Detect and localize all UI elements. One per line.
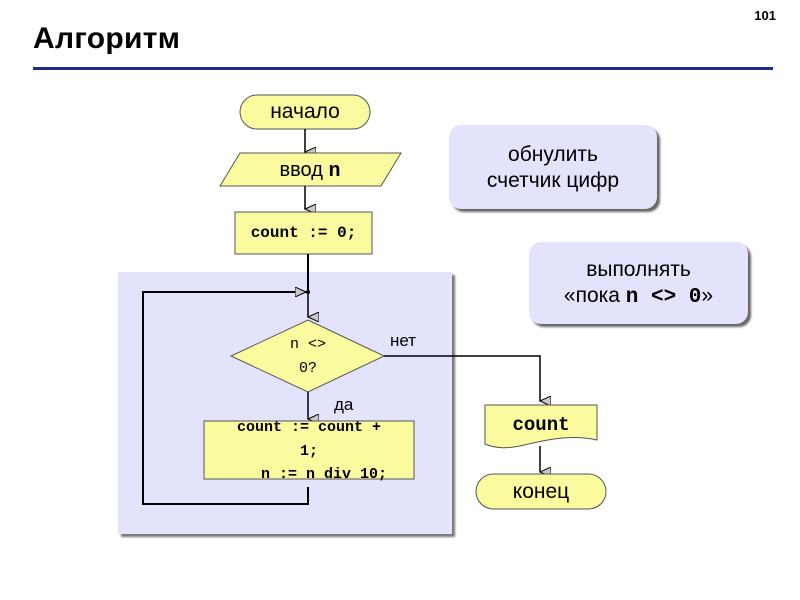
callout-while-suffix: » — [701, 284, 714, 307]
body-label-line2: 1; — [299, 443, 318, 460]
callout-reset-counter: обнулить счетчик цифр — [449, 125, 657, 209]
end-label: конец — [512, 480, 570, 503]
slide-title: Алгоритм — [33, 22, 181, 55]
loop-back-line — [142, 292, 309, 505]
condition-label-line1: n <> — [289, 336, 326, 353]
page-number: 101 — [754, 8, 776, 23]
loop-highlight-panel — [118, 272, 452, 534]
condition-diamond — [229, 319, 386, 393]
branch-no-label: нет — [390, 331, 417, 350]
branch-yes-label: да — [334, 395, 354, 414]
callout-while-prefix: «пока — [563, 284, 626, 307]
input-variable: n — [328, 160, 341, 183]
body-label-line1: count := count + — [236, 419, 382, 436]
title-underline — [33, 67, 773, 70]
output-label: count — [512, 414, 570, 436]
callout-while-line1: выполнять — [586, 258, 691, 281]
end-terminator — [475, 473, 607, 510]
input-label: ввод n — [230, 158, 390, 184]
callout-reset-line1: обнулить — [508, 143, 598, 166]
input-parallelogram — [219, 152, 402, 187]
callout-while-loop: выполнять «пока n <> 0» — [529, 242, 748, 324]
flow-arrow-no-branch — [384, 355, 540, 401]
body-label-line3: n := n div 10; — [260, 466, 388, 483]
loop-body-box — [203, 420, 415, 480]
init-process-box — [234, 211, 373, 255]
callout-reset-line2: счетчик цифр — [486, 169, 620, 192]
start-label: начало — [270, 100, 340, 123]
input-keyword: ввод — [279, 159, 323, 181]
init-label: count := 0; — [250, 224, 357, 242]
callout-while-line2: «пока n <> 0» — [529, 283, 748, 311]
condition-label-line2: 0? — [298, 360, 317, 377]
output-document — [484, 404, 598, 449]
callout-while-code: n <> 0 — [625, 286, 702, 309]
